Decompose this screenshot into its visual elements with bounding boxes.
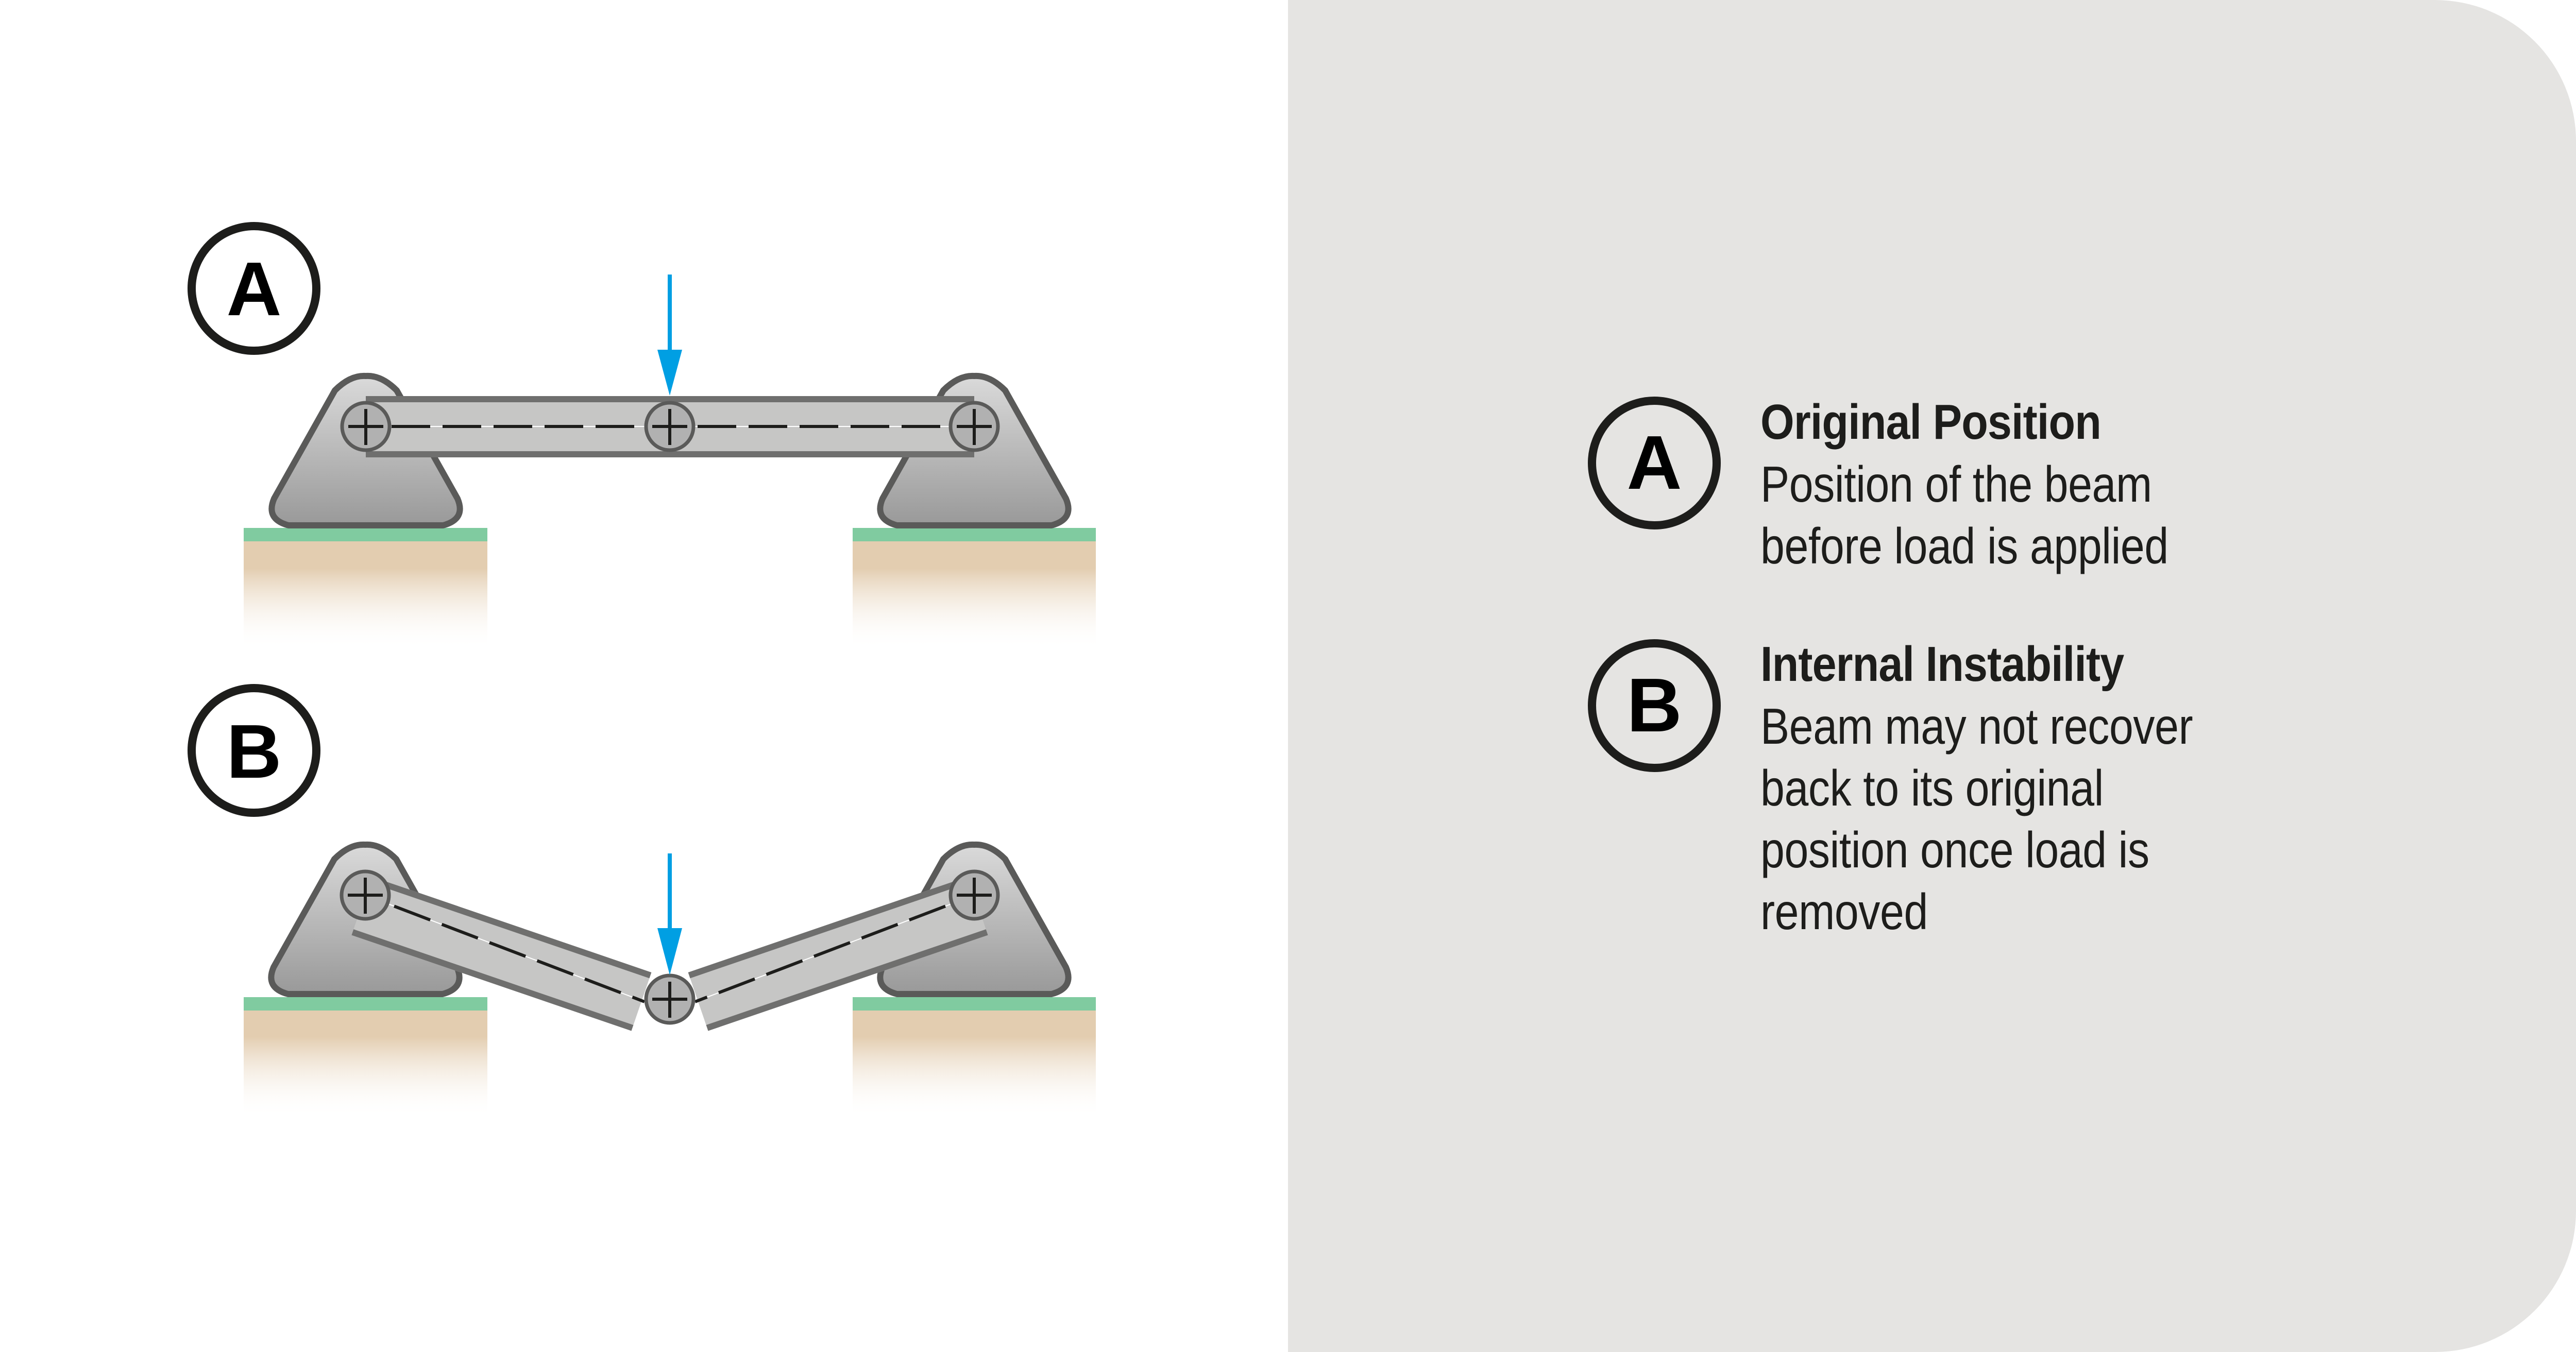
ground-icon bbox=[853, 997, 1096, 1118]
diagram-a: A bbox=[188, 222, 1096, 649]
legend-description-line: Beam may not recover bbox=[1760, 698, 2193, 755]
legend-badge-b: B bbox=[1588, 639, 1721, 772]
pin-joint-icon bbox=[342, 403, 389, 450]
legend-text-a: Original Position Position of the beam b… bbox=[1760, 391, 2379, 577]
pin-joint-icon bbox=[951, 871, 998, 919]
legend-description-line: removed bbox=[1760, 883, 1928, 940]
label-badge-b: B bbox=[188, 684, 320, 817]
legend-description-line: back to its original bbox=[1760, 760, 2104, 816]
legend-panel: A Original Position Position of the beam… bbox=[1288, 0, 2576, 1352]
pin-joint-icon bbox=[646, 403, 693, 450]
legend-description-line: position once load is bbox=[1760, 822, 2149, 878]
ground-icon bbox=[853, 528, 1096, 649]
legend-title: Internal Instability bbox=[1760, 637, 2124, 692]
beam-segment-right bbox=[673, 877, 988, 1031]
legend-badge-a: A bbox=[1588, 397, 1721, 529]
legend-title: Original Position bbox=[1760, 395, 2102, 450]
pin-joint-icon bbox=[646, 976, 693, 1023]
legend-description-line: before load is applied bbox=[1760, 518, 2168, 574]
beam-diagram: A bbox=[188, 222, 1096, 1118]
load-arrow-icon bbox=[657, 853, 682, 975]
pin-joint-icon bbox=[342, 871, 389, 919]
diagram-b: B bbox=[188, 684, 1096, 1118]
legend-description: Beam may not recover back to its origina… bbox=[1760, 695, 2275, 943]
load-arrow-icon bbox=[657, 275, 682, 396]
legend-text-b: Internal Instability Beam may not recove… bbox=[1760, 634, 2379, 943]
label-badge-a: A bbox=[188, 222, 320, 355]
ground-icon bbox=[244, 997, 487, 1118]
legend-description: Position of the beam before load is appl… bbox=[1760, 453, 2275, 577]
ground-icon bbox=[244, 528, 487, 649]
legend-description-line: Position of the beam bbox=[1760, 456, 2152, 512]
beam-segment-left bbox=[351, 877, 666, 1031]
label-a-text: A bbox=[227, 247, 282, 332]
pin-joint-icon bbox=[951, 403, 998, 450]
label-b-text: B bbox=[227, 709, 282, 794]
